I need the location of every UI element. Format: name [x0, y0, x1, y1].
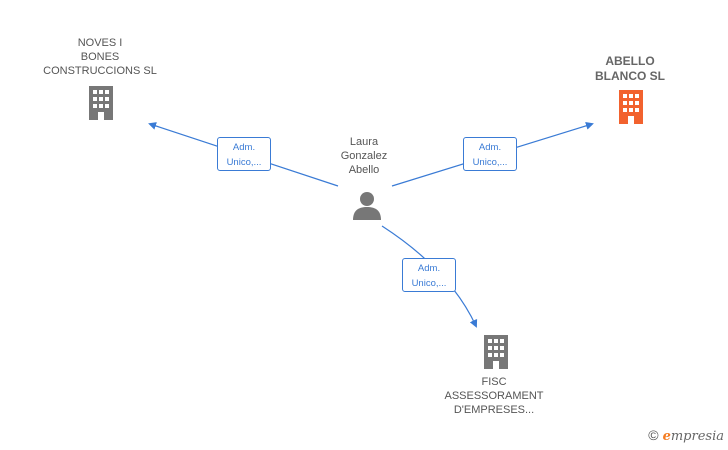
edge-label-line: Adm.: [478, 142, 502, 153]
label-line: BONES: [80, 51, 120, 63]
copyright-icon: ©: [648, 427, 659, 443]
label-line: NOVES I: [77, 37, 123, 49]
person-laura-gonzalez-label[interactable]: Laura Gonzalez Abello: [314, 135, 414, 177]
brand-initial: e: [662, 429, 671, 444]
label-line: D'EMPRESES...: [453, 404, 535, 416]
person-icon[interactable]: [352, 190, 382, 225]
edge-label-line: Adm.: [232, 142, 256, 153]
label-line: Gonzalez: [340, 150, 388, 162]
brand-name: mpresia: [670, 429, 724, 444]
edge-label-role[interactable]: Adm. Unico,...: [463, 137, 517, 171]
edge-label-line: Unico,...: [226, 157, 262, 168]
edge-label-line: Unico,...: [411, 278, 447, 289]
building-icon[interactable]: [616, 90, 646, 129]
company-noves-i-bones-label[interactable]: NOVES I BONES CONSTRUCCIONS SL: [30, 36, 170, 78]
building-icon[interactable]: [86, 86, 116, 125]
label-line: Abello: [348, 164, 380, 176]
edge-label-role[interactable]: Adm. Unico,...: [402, 258, 456, 292]
label-line: ASSESSORAMENT: [444, 390, 544, 402]
edge-label-line: Adm.: [417, 263, 441, 274]
label-line: BLANCO SL: [595, 69, 665, 83]
label-line: FISC: [481, 376, 507, 388]
building-icon[interactable]: [481, 335, 511, 374]
edge-label-line: Unico,...: [472, 157, 508, 168]
company-abello-blanco-label[interactable]: ABELLO BLANCO SL: [570, 54, 690, 84]
label-line: Laura: [349, 136, 379, 148]
empresia-logo: ©empresia: [648, 427, 724, 444]
label-line: CONSTRUCCIONS SL: [43, 65, 157, 77]
company-fisc-assessorament-label[interactable]: FISC ASSESSORAMENT D'EMPRESES...: [424, 375, 564, 417]
edge-label-role[interactable]: Adm. Unico,...: [217, 137, 271, 171]
label-line: ABELLO: [605, 54, 655, 68]
